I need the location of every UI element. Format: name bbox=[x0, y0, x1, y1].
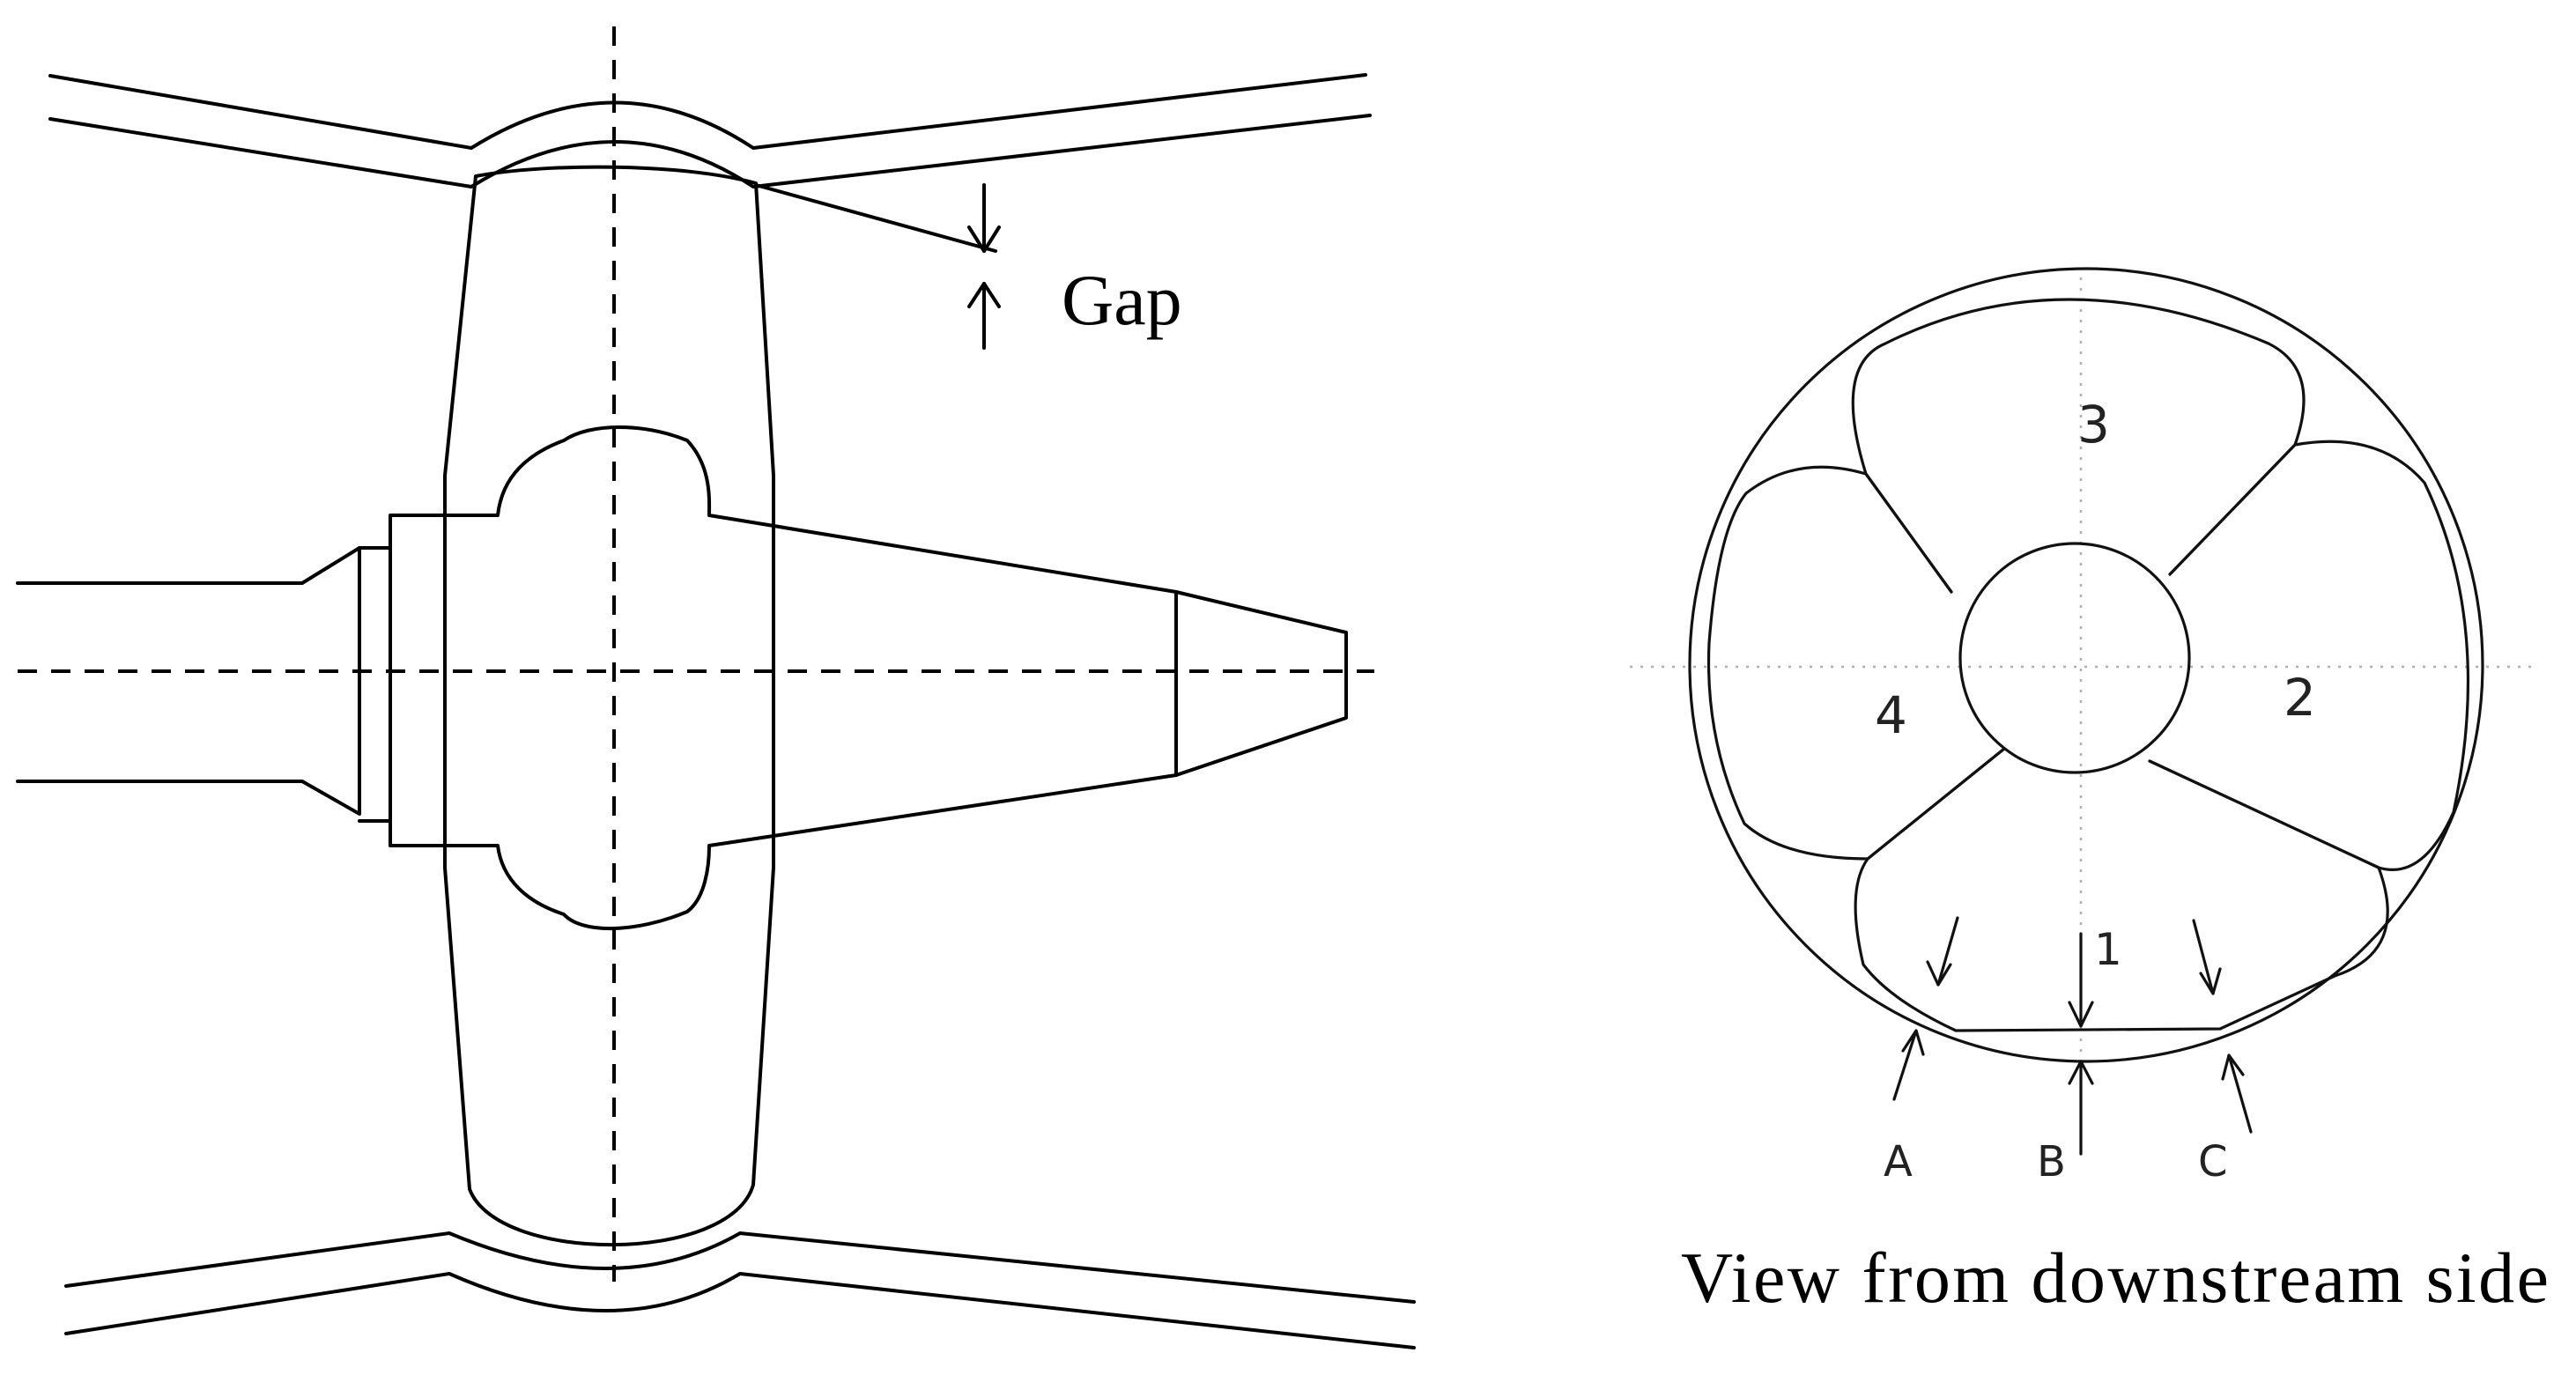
end-view-hub bbox=[1958, 542, 2191, 774]
propeller-shaft bbox=[16, 546, 392, 823]
blade-number-4: 4 bbox=[1875, 685, 1907, 745]
pointer-arrow-c bbox=[2221, 1053, 2253, 1134]
blade-number-1: 1 bbox=[2094, 924, 2122, 975]
blade-outline bbox=[443, 165, 775, 1247]
end-view-drawing: 3 2 4 1 A B C bbox=[1630, 267, 2549, 1318]
gap-label: Gap bbox=[1062, 260, 1182, 340]
pointer-arrow-b bbox=[2068, 1060, 2094, 1156]
gap-arrow-bottom bbox=[967, 282, 1001, 350]
side-view-drawing: Gap bbox=[16, 26, 1416, 1349]
arrow-down-c bbox=[2192, 919, 2222, 995]
blade-2 bbox=[2148, 440, 2470, 872]
blade-1 bbox=[1854, 747, 2389, 1032]
hub-cone bbox=[1174, 590, 1348, 777]
hub-body bbox=[389, 425, 1178, 931]
duct-circle bbox=[1688, 267, 2484, 1063]
gap-arrow-top bbox=[967, 183, 1001, 253]
blade-3 bbox=[1851, 298, 2306, 594]
label-b: B bbox=[2037, 1137, 2066, 1186]
gap-tip-line bbox=[754, 183, 997, 253]
blade-number-3: 3 bbox=[2077, 395, 2110, 455]
top-duct-wall bbox=[48, 73, 1372, 189]
label-c: C bbox=[2198, 1137, 2228, 1186]
arrow-down-b bbox=[2068, 932, 2094, 1028]
arrow-down-a bbox=[1926, 916, 1959, 987]
pointer-arrow-a bbox=[1892, 1029, 1925, 1101]
blade-number-2: 2 bbox=[2284, 668, 2316, 728]
label-a: A bbox=[1884, 1137, 1913, 1186]
blade-4 bbox=[1706, 465, 2006, 861]
bottom-duct-wall bbox=[64, 1231, 1416, 1349]
end-view-caption: View from downstream side bbox=[1681, 1238, 2549, 1318]
